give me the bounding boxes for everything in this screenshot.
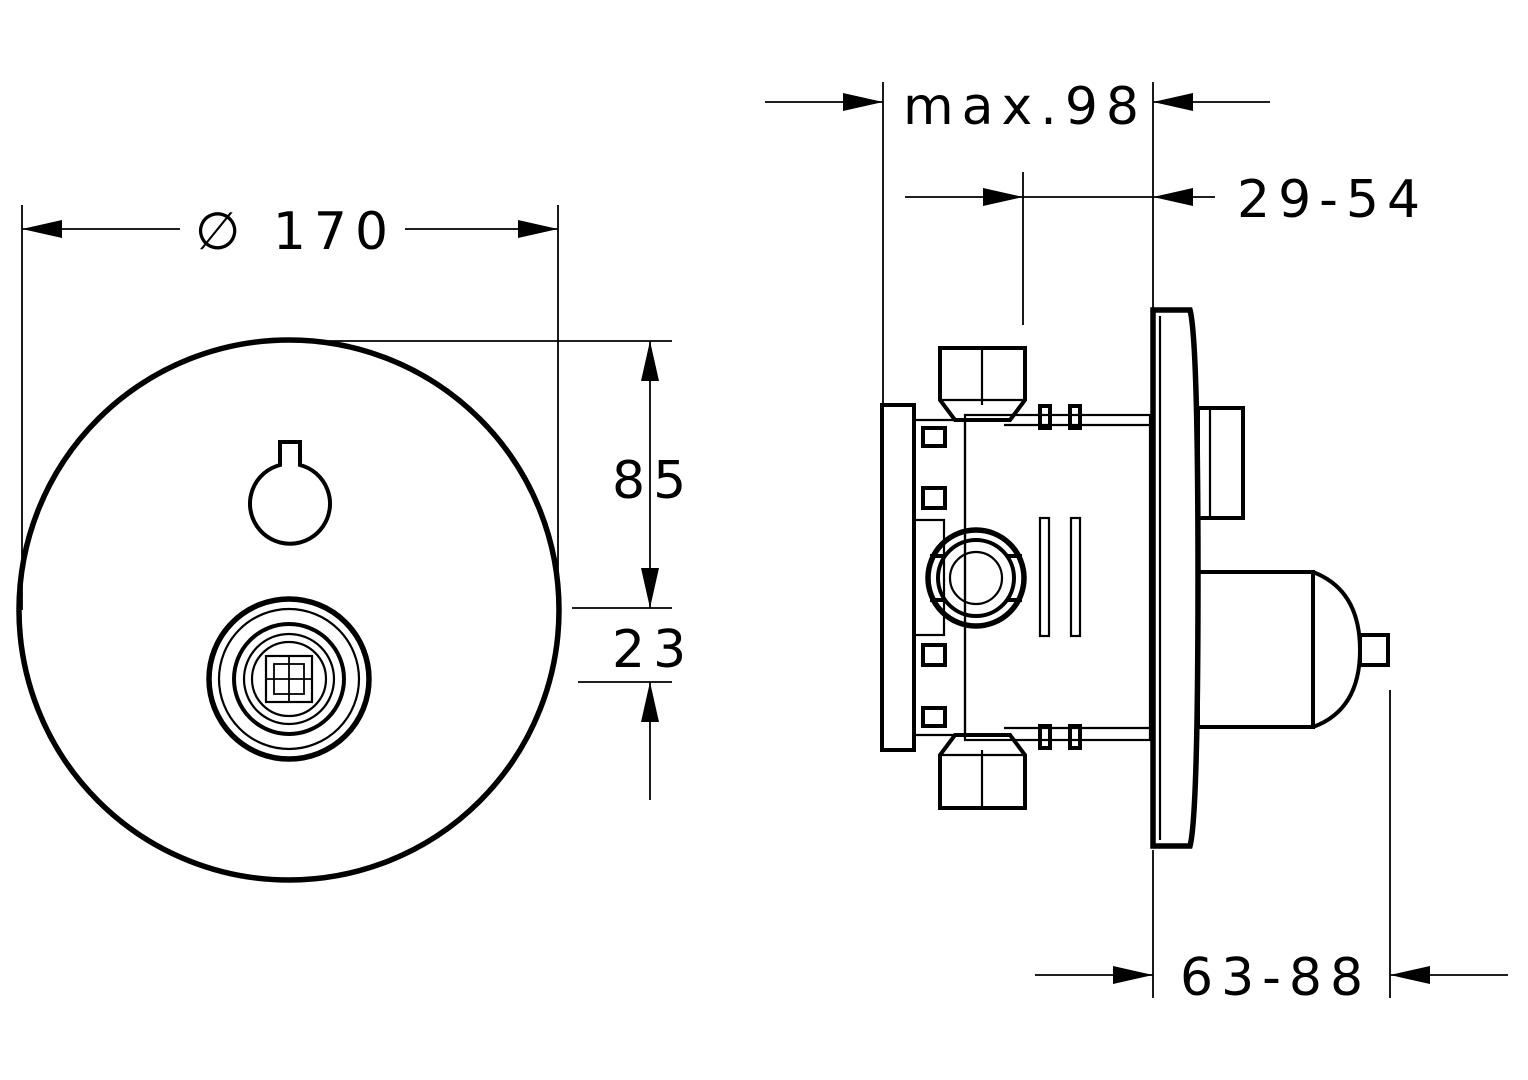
wall-dimension: 29-54	[905, 170, 1428, 325]
mounting-bracket	[880, 403, 967, 752]
keyhole-mount	[248, 440, 332, 546]
projection-dimension: 63-88	[1035, 690, 1508, 1008]
front-view: ∅ 170 85 23	[16, 202, 694, 883]
depth-label: max.98	[903, 77, 1147, 137]
inlet-nut-top	[938, 346, 1027, 422]
projection-label: 63-88	[1180, 948, 1371, 1008]
height-85-label: 85	[612, 451, 694, 511]
wall-label: 29-54	[1237, 170, 1428, 230]
height-23-label: 23	[612, 620, 694, 680]
outlet-connection	[925, 527, 1027, 629]
diameter-dimension: ∅ 170	[21, 202, 559, 610]
inlet-nut-bottom	[938, 733, 1027, 810]
height-dimensions: 85 23	[289, 340, 694, 800]
valve-body	[963, 404, 1152, 750]
depth-dimension: max.98	[765, 77, 1270, 405]
cover-plate	[16, 337, 562, 883]
side-view: max.98 29-54 63-88	[765, 77, 1508, 1008]
thermostat-knob	[206, 596, 372, 762]
lever-stub	[1196, 406, 1245, 520]
diameter-label: ∅ 170	[195, 202, 396, 262]
thermostat-cartridge	[1196, 570, 1390, 729]
